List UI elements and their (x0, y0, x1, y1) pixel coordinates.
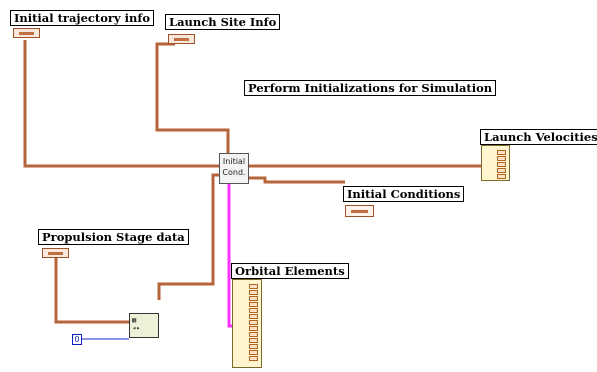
launch-site-label: Launch Site Info (165, 14, 281, 30)
orbital-elements-indicator[interactable] (232, 279, 262, 368)
build-array-node[interactable]: ▦◂▸ (129, 313, 159, 338)
launch-velocities-label: Launch Velocities (480, 129, 597, 145)
build-array-icon: ▦◂▸ (132, 316, 141, 332)
array-cells (497, 150, 506, 179)
perform-initializations-label: Perform Initializations for Simulation (244, 80, 497, 96)
node-line-2: Cond. (222, 168, 246, 177)
initial-trajectory-label: Initial trajectory info (10, 10, 154, 26)
wire-launch-site (155, 42, 230, 153)
wire-propulsion (54, 258, 129, 324)
orbital-elements-label: Orbital Elements (231, 263, 349, 279)
array-cells (249, 284, 258, 361)
launch-velocities-indicator[interactable] (481, 145, 510, 181)
initial-cond-node[interactable]: Initial Cond. (219, 153, 249, 184)
node-line-1: Initial (222, 157, 246, 166)
propulsion-stage-label: Propulsion Stage data (38, 229, 189, 245)
propulsion-stage-terminal[interactable] (42, 248, 69, 258)
initial-trajectory-terminal[interactable] (13, 28, 40, 38)
launch-site-terminal[interactable] (168, 34, 195, 44)
initial-conditions-terminal[interactable] (345, 205, 374, 217)
wire-trajectory (23, 40, 219, 168)
wire-build-to-node (157, 173, 219, 300)
wire-to-initial-conditions (249, 176, 345, 184)
numeric-constant[interactable]: 0 (72, 334, 82, 345)
initial-conditions-label: Initial Conditions (343, 186, 465, 202)
